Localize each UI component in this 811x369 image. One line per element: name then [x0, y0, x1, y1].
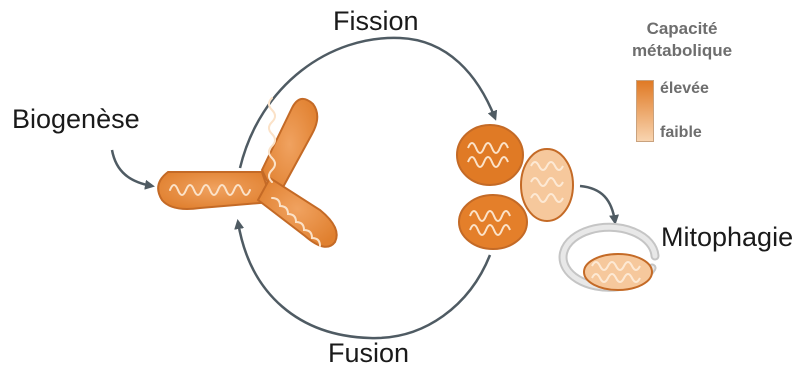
biogenesis-label: Biogenèse: [12, 104, 140, 135]
legend-high-label: élevée: [660, 80, 709, 98]
legend-title-line1: Capacité: [602, 18, 762, 40]
fused-mitochondrion-arm-left: [158, 172, 272, 209]
fusion-label: Fusion: [328, 338, 409, 369]
mitophagy-label: Mitophagie: [661, 222, 793, 253]
fission-fragment-bottom: [459, 195, 527, 249]
fusion-arc-arrow: [238, 222, 490, 338]
legend-title-line2: métabolique: [602, 40, 762, 62]
metabolic-capacity-gradient-bar: [636, 80, 654, 142]
biogenesis-arrow: [112, 150, 152, 186]
mitochondrion-in-autophagosome: [584, 254, 652, 290]
fission-fragment-low-capacity: [521, 149, 573, 221]
fission-fragment-top: [457, 125, 523, 185]
fused-mitochondrion: [158, 98, 337, 247]
fission-label: Fission: [333, 6, 419, 37]
mitophagy-arrow: [580, 186, 615, 222]
legend-title: Capacité métabolique: [602, 18, 762, 62]
legend-low-label: faible: [660, 124, 702, 142]
fused-mitochondrion-arm-lower: [258, 178, 337, 247]
